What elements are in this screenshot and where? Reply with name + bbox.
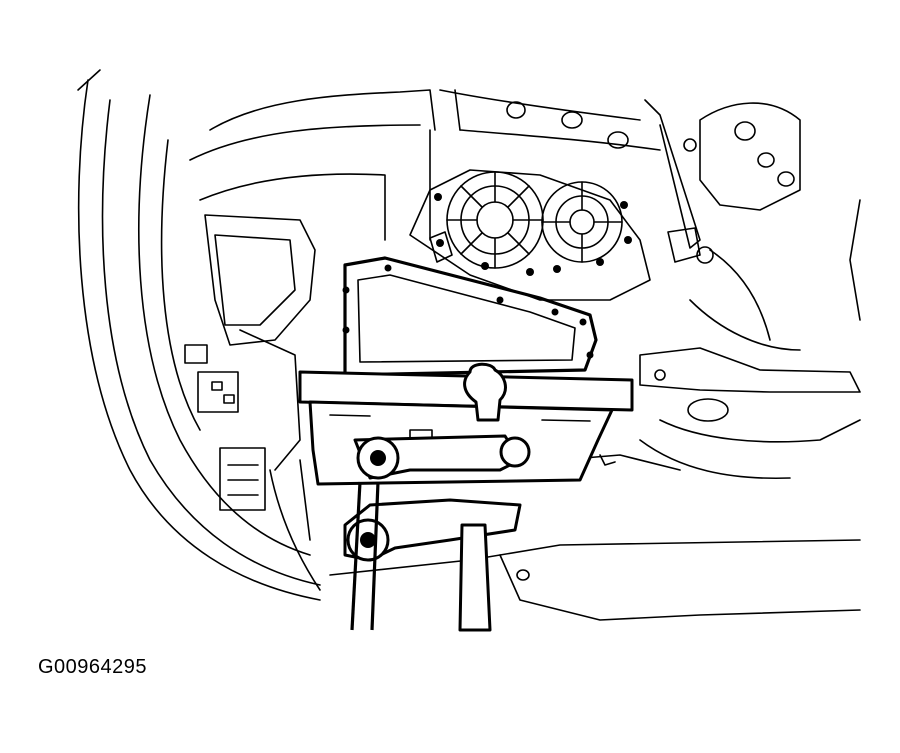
- lower-crossmember: [269, 454, 861, 621]
- wheel-well-arches: [77, 69, 321, 601]
- jack-fixture: [298, 362, 634, 632]
- suspension-arm: [639, 99, 861, 480]
- misc-details: [599, 138, 714, 466]
- transmission-housing: [409, 169, 651, 301]
- body-holes: [506, 101, 795, 581]
- inner-fender-components: [184, 214, 316, 511]
- upper-body-panels: [189, 89, 661, 241]
- figure-id-label: G00964295: [38, 656, 148, 678]
- oil-pan: [342, 256, 598, 377]
